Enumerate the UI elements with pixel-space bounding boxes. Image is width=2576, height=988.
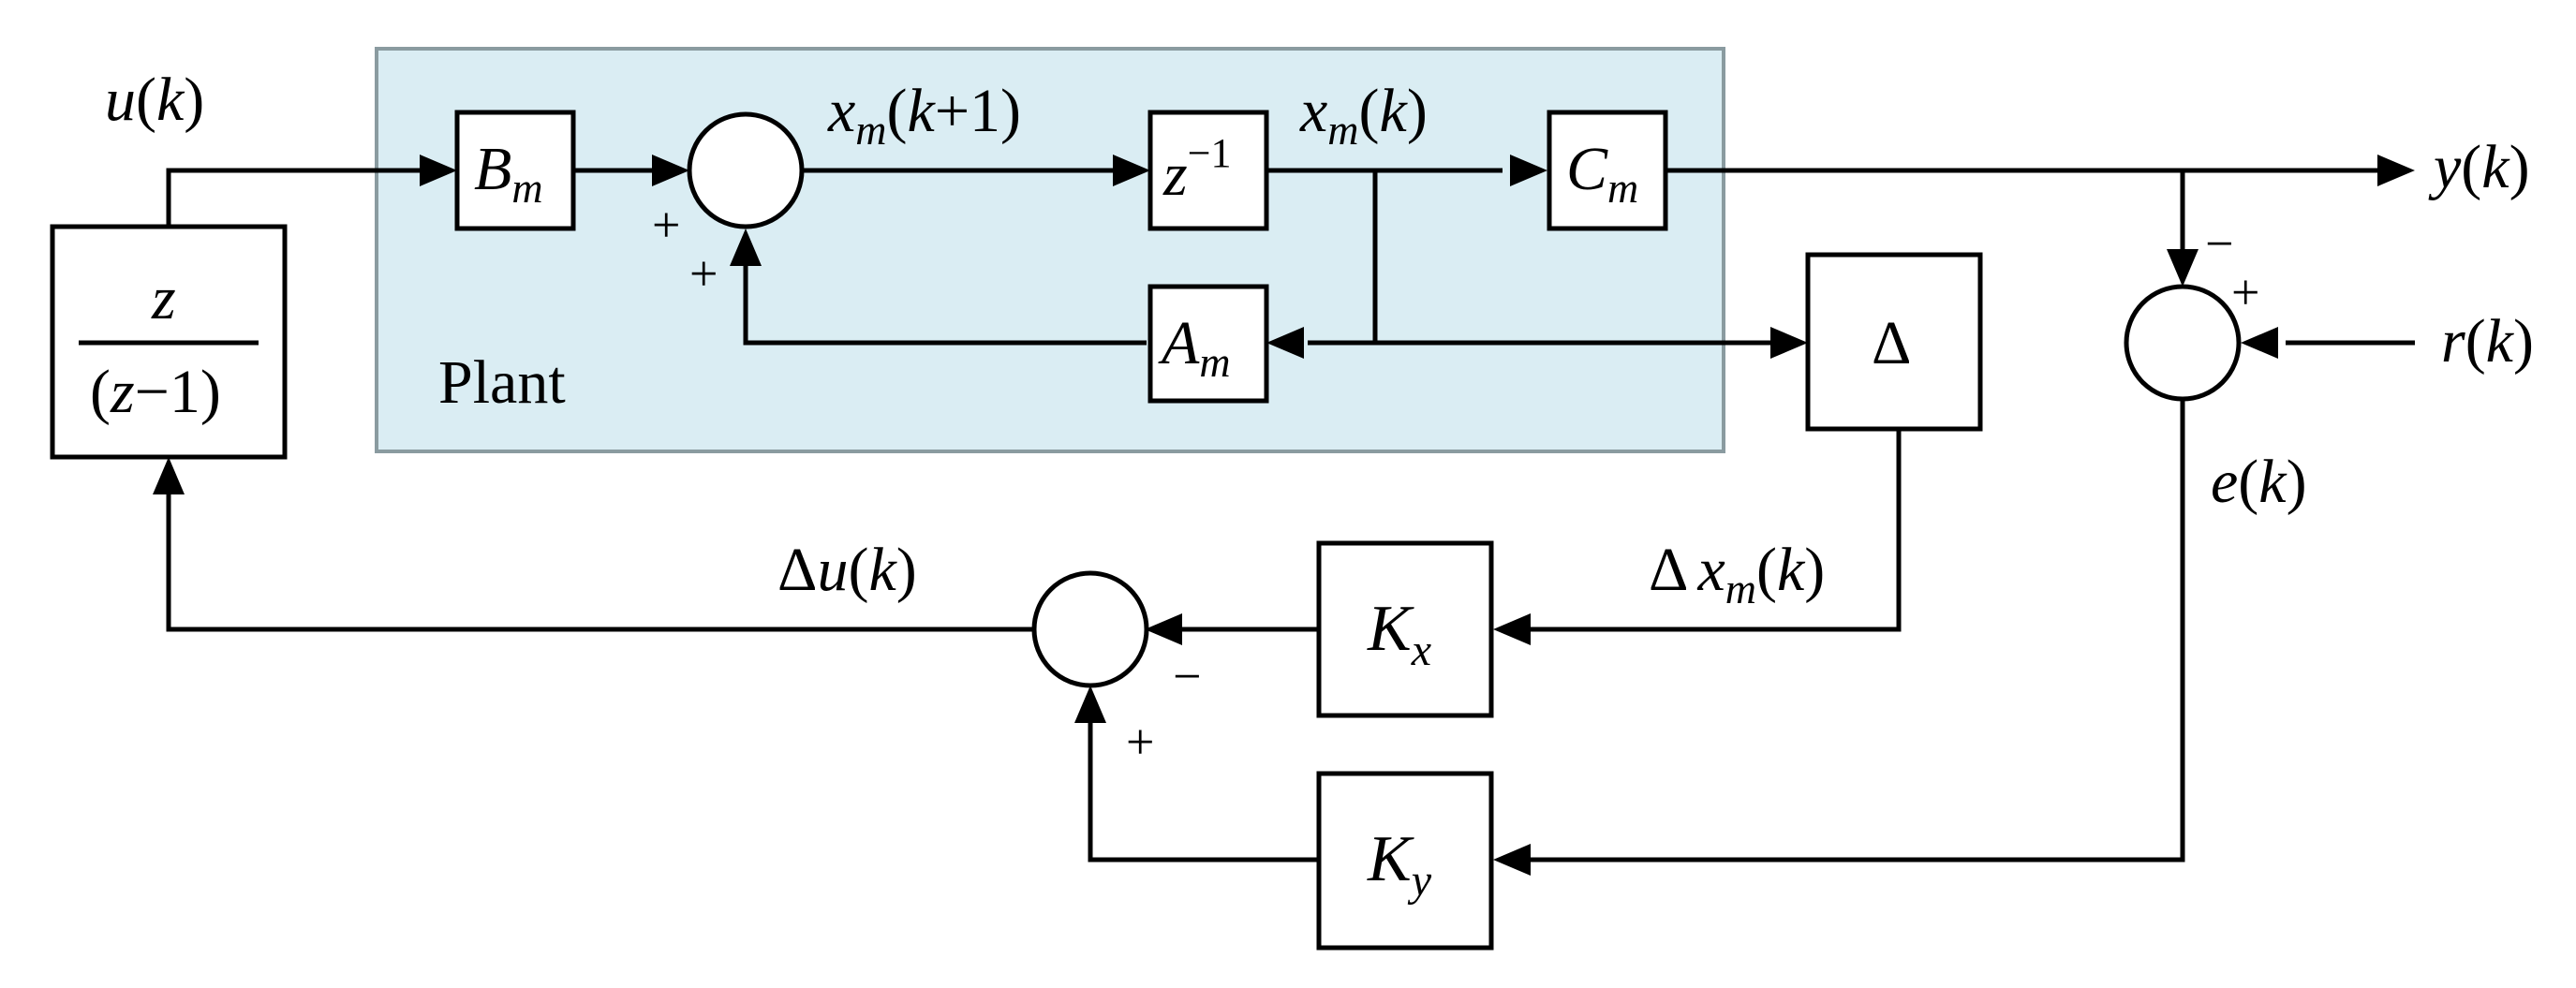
svg-text:Ky: Ky: [1367, 823, 1432, 906]
arrowheads: [153, 155, 2415, 876]
wires: [166, 168, 2415, 863]
block-Bm: Bm: [454, 110, 576, 231]
signal-r: r(k): [2441, 307, 2534, 376]
plant-region: [375, 47, 1725, 453]
plant-label: Plant: [438, 348, 566, 417]
sign-sum3-bottom: +: [1126, 714, 1154, 770]
sign-sum3-right: −: [1173, 648, 1201, 704]
block-unit-delay: z−1: [1147, 110, 1269, 231]
block-Am: Am: [1147, 284, 1269, 404]
svg-text:z: z: [151, 264, 176, 332]
block-integrator: z (z−1): [50, 224, 288, 460]
block-delta: Δ: [1805, 252, 1983, 432]
svg-text:Am: Am: [1158, 309, 1231, 386]
sign-sum2-right: +: [2231, 264, 2259, 320]
sum-junction-error: [2124, 284, 2242, 402]
signal-xm: xm(k): [1299, 77, 1428, 154]
svg-text:Kx: Kx: [1367, 593, 1431, 675]
block-Ky: Ky: [1316, 771, 1494, 951]
signal-delta-u: Δu(k): [777, 536, 917, 604]
svg-text:Bm: Bm: [474, 135, 543, 212]
svg-text:(z−1): (z−1): [90, 358, 221, 426]
svg-text:z−1: z−1: [1162, 130, 1232, 209]
signal-xm-next: xm(k+1): [827, 77, 1021, 154]
signal-y: y(k): [2428, 133, 2530, 201]
svg-text:Δ: Δ: [1872, 309, 1911, 377]
sign-sum2-top: −: [2205, 215, 2233, 272]
sign-sum1-left: +: [652, 197, 680, 253]
sum-junction-state: [687, 111, 805, 229]
sign-sum1-bottom: +: [689, 245, 718, 302]
sum-junction-control: [1031, 570, 1149, 688]
svg-text:Cm: Cm: [1566, 135, 1638, 212]
signal-e: e(k): [2211, 448, 2307, 516]
block-Cm: Cm: [1547, 110, 1668, 231]
signal-u: u(k): [105, 66, 204, 134]
block-Kx: Kx: [1316, 540, 1494, 718]
